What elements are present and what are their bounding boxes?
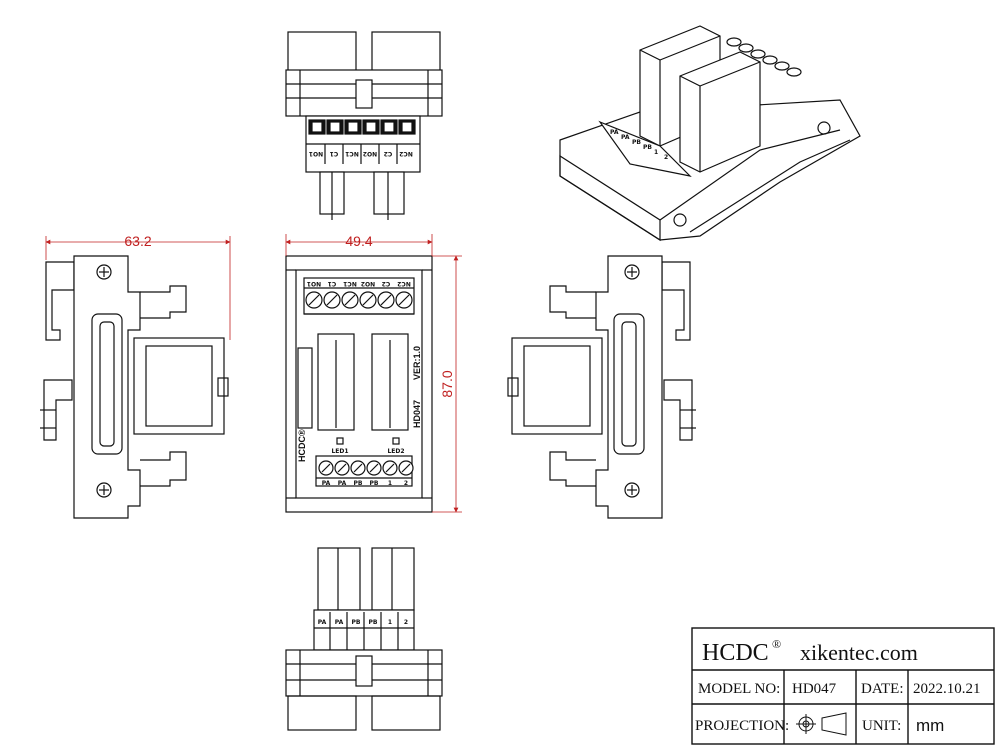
- svg-text:PB: PB: [632, 139, 641, 146]
- svg-text:C1: C1: [328, 280, 337, 287]
- bottom-view: [285, 547, 443, 731]
- svg-text:1: 1: [388, 480, 392, 487]
- title-block: [691, 627, 995, 745]
- iso-terminal-labels: PA PA PB PB 1 2: [610, 129, 668, 161]
- svg-text:2: 2: [404, 619, 408, 626]
- right-side-view: [507, 255, 696, 519]
- front-top-screws: [305, 291, 413, 309]
- svg-text:PA: PA: [322, 480, 331, 487]
- svg-text:NO1: NO1: [307, 280, 321, 287]
- top-label: NO2: [363, 150, 377, 157]
- svg-text:PB: PB: [352, 619, 361, 626]
- svg-text:PA: PA: [621, 134, 630, 141]
- svg-text:PB: PB: [370, 480, 379, 487]
- svg-text:PA: PA: [338, 480, 347, 487]
- bottom-view-terminal-labels: PA PA PB PB 1 2: [318, 619, 408, 626]
- led2-label: LED2: [387, 448, 404, 455]
- title-brand-mark: ®: [772, 637, 781, 651]
- svg-text:2: 2: [664, 154, 668, 161]
- svg-text:PA: PA: [335, 619, 344, 626]
- top-label: C2: [384, 150, 393, 157]
- dimension-width-side: 63.2: [45, 233, 231, 340]
- front-bottom-screws: [318, 460, 414, 476]
- front-model-text: HD047: [412, 400, 422, 428]
- svg-text:PB: PB: [369, 619, 378, 626]
- top-view: [285, 31, 443, 220]
- top-label: C1: [330, 150, 339, 157]
- dimension-label-87: 87.0: [439, 370, 455, 397]
- left-side-view: [40, 255, 229, 519]
- svg-text:NC1: NC1: [343, 280, 357, 287]
- svg-text:PB: PB: [354, 480, 363, 487]
- led1-label: LED1: [331, 448, 348, 455]
- top-label: NC2: [399, 150, 413, 157]
- dimension-width-front: 49.4: [285, 233, 433, 256]
- dimension-label-63: 63.2: [124, 233, 151, 249]
- top-terminal-screws: [308, 119, 416, 135]
- svg-text:PA: PA: [318, 619, 327, 626]
- date-value: 2022.10.21: [913, 681, 981, 697]
- svg-text:1: 1: [388, 619, 392, 626]
- projection-symbol-icon: [796, 712, 847, 736]
- svg-text:PA: PA: [610, 129, 619, 136]
- front-bottom-labels: PA PA PB PB 1 2: [322, 480, 408, 487]
- unit-value: mm: [916, 716, 944, 735]
- dimension-label-49: 49.4: [345, 233, 372, 249]
- unit-label: UNIT:: [862, 718, 901, 734]
- top-label: NO1: [309, 150, 323, 157]
- front-brand-text: HCDC®: [297, 429, 307, 462]
- title-website: xikentec.com: [800, 640, 918, 665]
- model-label: MODEL NO:: [698, 681, 780, 697]
- top-label: NC1: [345, 150, 359, 157]
- top-view-terminal-labels: NO1 C1 NC1 NO2 C2 NC2: [309, 150, 413, 157]
- projection-label: PROJECTION:: [695, 718, 789, 734]
- svg-text:NO2: NO2: [361, 280, 375, 287]
- front-top-labels: NO1 C1 NC1 NO2 C2 NC2: [307, 280, 411, 287]
- front-version-text: VER:1.0: [412, 346, 422, 380]
- svg-text:NC2: NC2: [397, 280, 411, 287]
- svg-text:2: 2: [404, 480, 408, 487]
- dimension-height-front: 87.0: [432, 255, 462, 513]
- title-brand: HCDC: [702, 640, 769, 666]
- isometric-view: [559, 25, 861, 242]
- model-value: HD047: [792, 681, 837, 697]
- svg-text:1: 1: [654, 149, 658, 156]
- date-label: DATE:: [861, 681, 904, 697]
- svg-text:PB: PB: [643, 144, 652, 151]
- svg-text:C2: C2: [382, 280, 391, 287]
